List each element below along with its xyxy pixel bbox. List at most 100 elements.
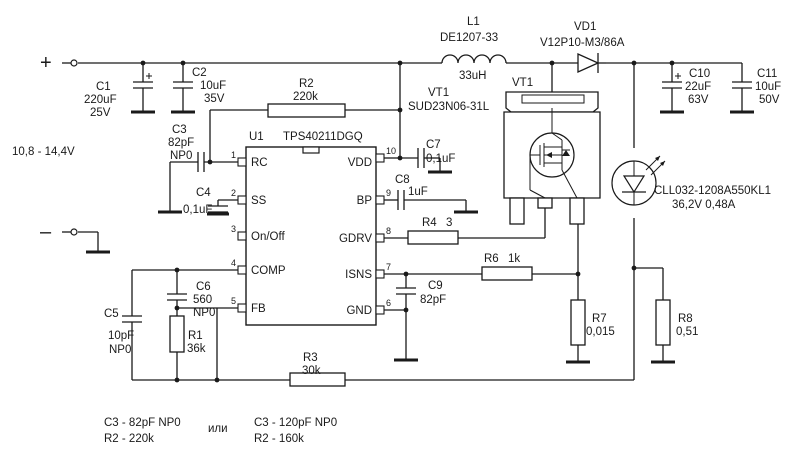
capacitor-c9 xyxy=(396,287,416,295)
c11-ref: C11 xyxy=(757,68,777,80)
r7-ref: R7 xyxy=(592,313,607,325)
minus-terminal-label: – xyxy=(40,221,52,243)
r6-ref: R6 xyxy=(484,253,499,265)
pin-num-2: 2 xyxy=(231,188,236,198)
pin-num-5: 5 xyxy=(231,296,236,306)
c4-value: 0,1uF xyxy=(183,204,212,216)
resistor-r6 xyxy=(481,266,533,281)
pin-num-9: 9 xyxy=(386,188,391,198)
vd1-part: V12P10-M3/86A xyxy=(540,37,625,49)
capacitor-c1 xyxy=(133,73,153,89)
pin-name-isns: ISNS xyxy=(345,269,372,281)
c2-ref: C2 xyxy=(192,67,207,79)
r2-value: 220k xyxy=(293,91,318,103)
capacitor-c7 xyxy=(417,148,425,168)
vd1-ref: VD1 xyxy=(574,21,596,33)
r2-ref: R2 xyxy=(299,78,314,90)
vt1-part: SUD23N06-31L xyxy=(408,101,490,113)
r4-ref: R4 xyxy=(422,217,437,229)
c6-value: 560 xyxy=(193,294,212,306)
r3-ref: R3 xyxy=(303,352,318,364)
c3-ref: C3 xyxy=(172,124,187,136)
input-voltage-range: 10,8 - 14,4V xyxy=(12,146,75,158)
c6-ref: C6 xyxy=(196,281,211,293)
c10-voltage: 63V xyxy=(688,94,709,106)
r7-value: 0,015 xyxy=(586,326,615,338)
vt1-ref: VT1 xyxy=(428,87,449,99)
c3-value: 82pF xyxy=(168,137,194,149)
r4-value: 3 xyxy=(446,217,452,229)
c9-value: 82pF xyxy=(420,294,446,306)
note-alt1-c3: C3 - 82pF NP0 xyxy=(104,417,181,429)
resistor-r1 xyxy=(169,315,185,353)
r1-ref: R1 xyxy=(188,330,203,342)
c10-ref: C10 xyxy=(689,68,710,80)
led-string xyxy=(611,155,666,206)
pin-num-1: 1 xyxy=(231,150,236,160)
r1-value: 36k xyxy=(187,343,206,355)
pin-name-rc: RC xyxy=(251,157,268,169)
pin-num-3: 3 xyxy=(231,224,236,234)
c11-voltage: 50V xyxy=(759,94,780,106)
c5-value: 10pF xyxy=(108,330,134,342)
c8-ref: C8 xyxy=(395,174,410,186)
capacitor-c6 xyxy=(167,293,187,301)
led-rating: 36,2V 0,48A xyxy=(672,199,736,211)
l1-value: 33uH xyxy=(459,70,487,82)
junction-dots xyxy=(140,60,675,383)
ground-symbols xyxy=(86,110,754,364)
pin-num-10: 10 xyxy=(386,146,396,156)
capacitor-c10 xyxy=(662,73,682,89)
note-alt2-c3: C3 - 120pF NP0 xyxy=(254,417,337,429)
c5-ref: C5 xyxy=(104,308,119,320)
pin-num-8: 8 xyxy=(386,226,391,236)
pin-num-4: 4 xyxy=(231,258,236,268)
plus-terminal-label: + xyxy=(40,52,52,74)
ic-u1 xyxy=(237,146,385,326)
note-alt2-r2: R2 - 160k xyxy=(254,433,304,445)
l1-part: DE1207-33 xyxy=(440,32,498,44)
r3-value: 30k xyxy=(302,365,321,377)
pin-name-comp: COMP xyxy=(251,265,286,277)
pin-name-onoff: On/Off xyxy=(251,231,285,243)
u1-part: TPS40211DGQ xyxy=(283,131,363,143)
c7-ref: C7 xyxy=(426,139,441,151)
c1-voltage: 25V xyxy=(90,107,111,119)
c5-dielectric: NP0 xyxy=(109,344,131,356)
c2-value: 10uF xyxy=(200,80,226,92)
u1-ref: U1 xyxy=(249,131,264,143)
pin-name-bp: BP xyxy=(357,195,373,207)
r8-ref: R8 xyxy=(678,313,693,325)
r6-value: 1k xyxy=(508,253,520,265)
c3-dielectric: NP0 xyxy=(170,150,192,162)
pin-num-6: 6 xyxy=(386,298,391,308)
capacitor-c5 xyxy=(122,315,142,323)
capacitor-c3 xyxy=(197,152,205,172)
c1-value: 220uF xyxy=(84,94,117,106)
c8-value: 1uF xyxy=(408,186,428,198)
input-terminals xyxy=(62,59,78,236)
note-or: или xyxy=(208,423,228,435)
resistor-r8 xyxy=(655,299,671,346)
led-part: CLL032-1208A550KL1 xyxy=(654,185,771,197)
resistor-r4 xyxy=(407,230,459,245)
c9-ref: C9 xyxy=(428,280,443,292)
c6-dielectric: NP0 xyxy=(193,307,215,319)
pin-name-gnd: GND xyxy=(346,305,372,317)
pin-num-7: 7 xyxy=(386,262,391,272)
c1-ref: C1 xyxy=(96,81,111,93)
c4-ref: C4 xyxy=(196,187,211,199)
c10-value: 22uF xyxy=(685,81,711,93)
resistor-r7 xyxy=(570,299,586,346)
pin-name-gdrv: GDRV xyxy=(339,233,372,245)
pin-name-vdd: VDD xyxy=(348,157,372,169)
capacitor-c4 xyxy=(208,205,228,213)
inductor-l1 xyxy=(440,54,508,64)
mosfet-vt1 xyxy=(503,91,601,225)
r8-value: 0,51 xyxy=(676,326,698,338)
c2-voltage: 35V xyxy=(204,93,225,105)
l1-ref: L1 xyxy=(467,16,480,28)
pin-name-ss: SS xyxy=(251,195,267,207)
